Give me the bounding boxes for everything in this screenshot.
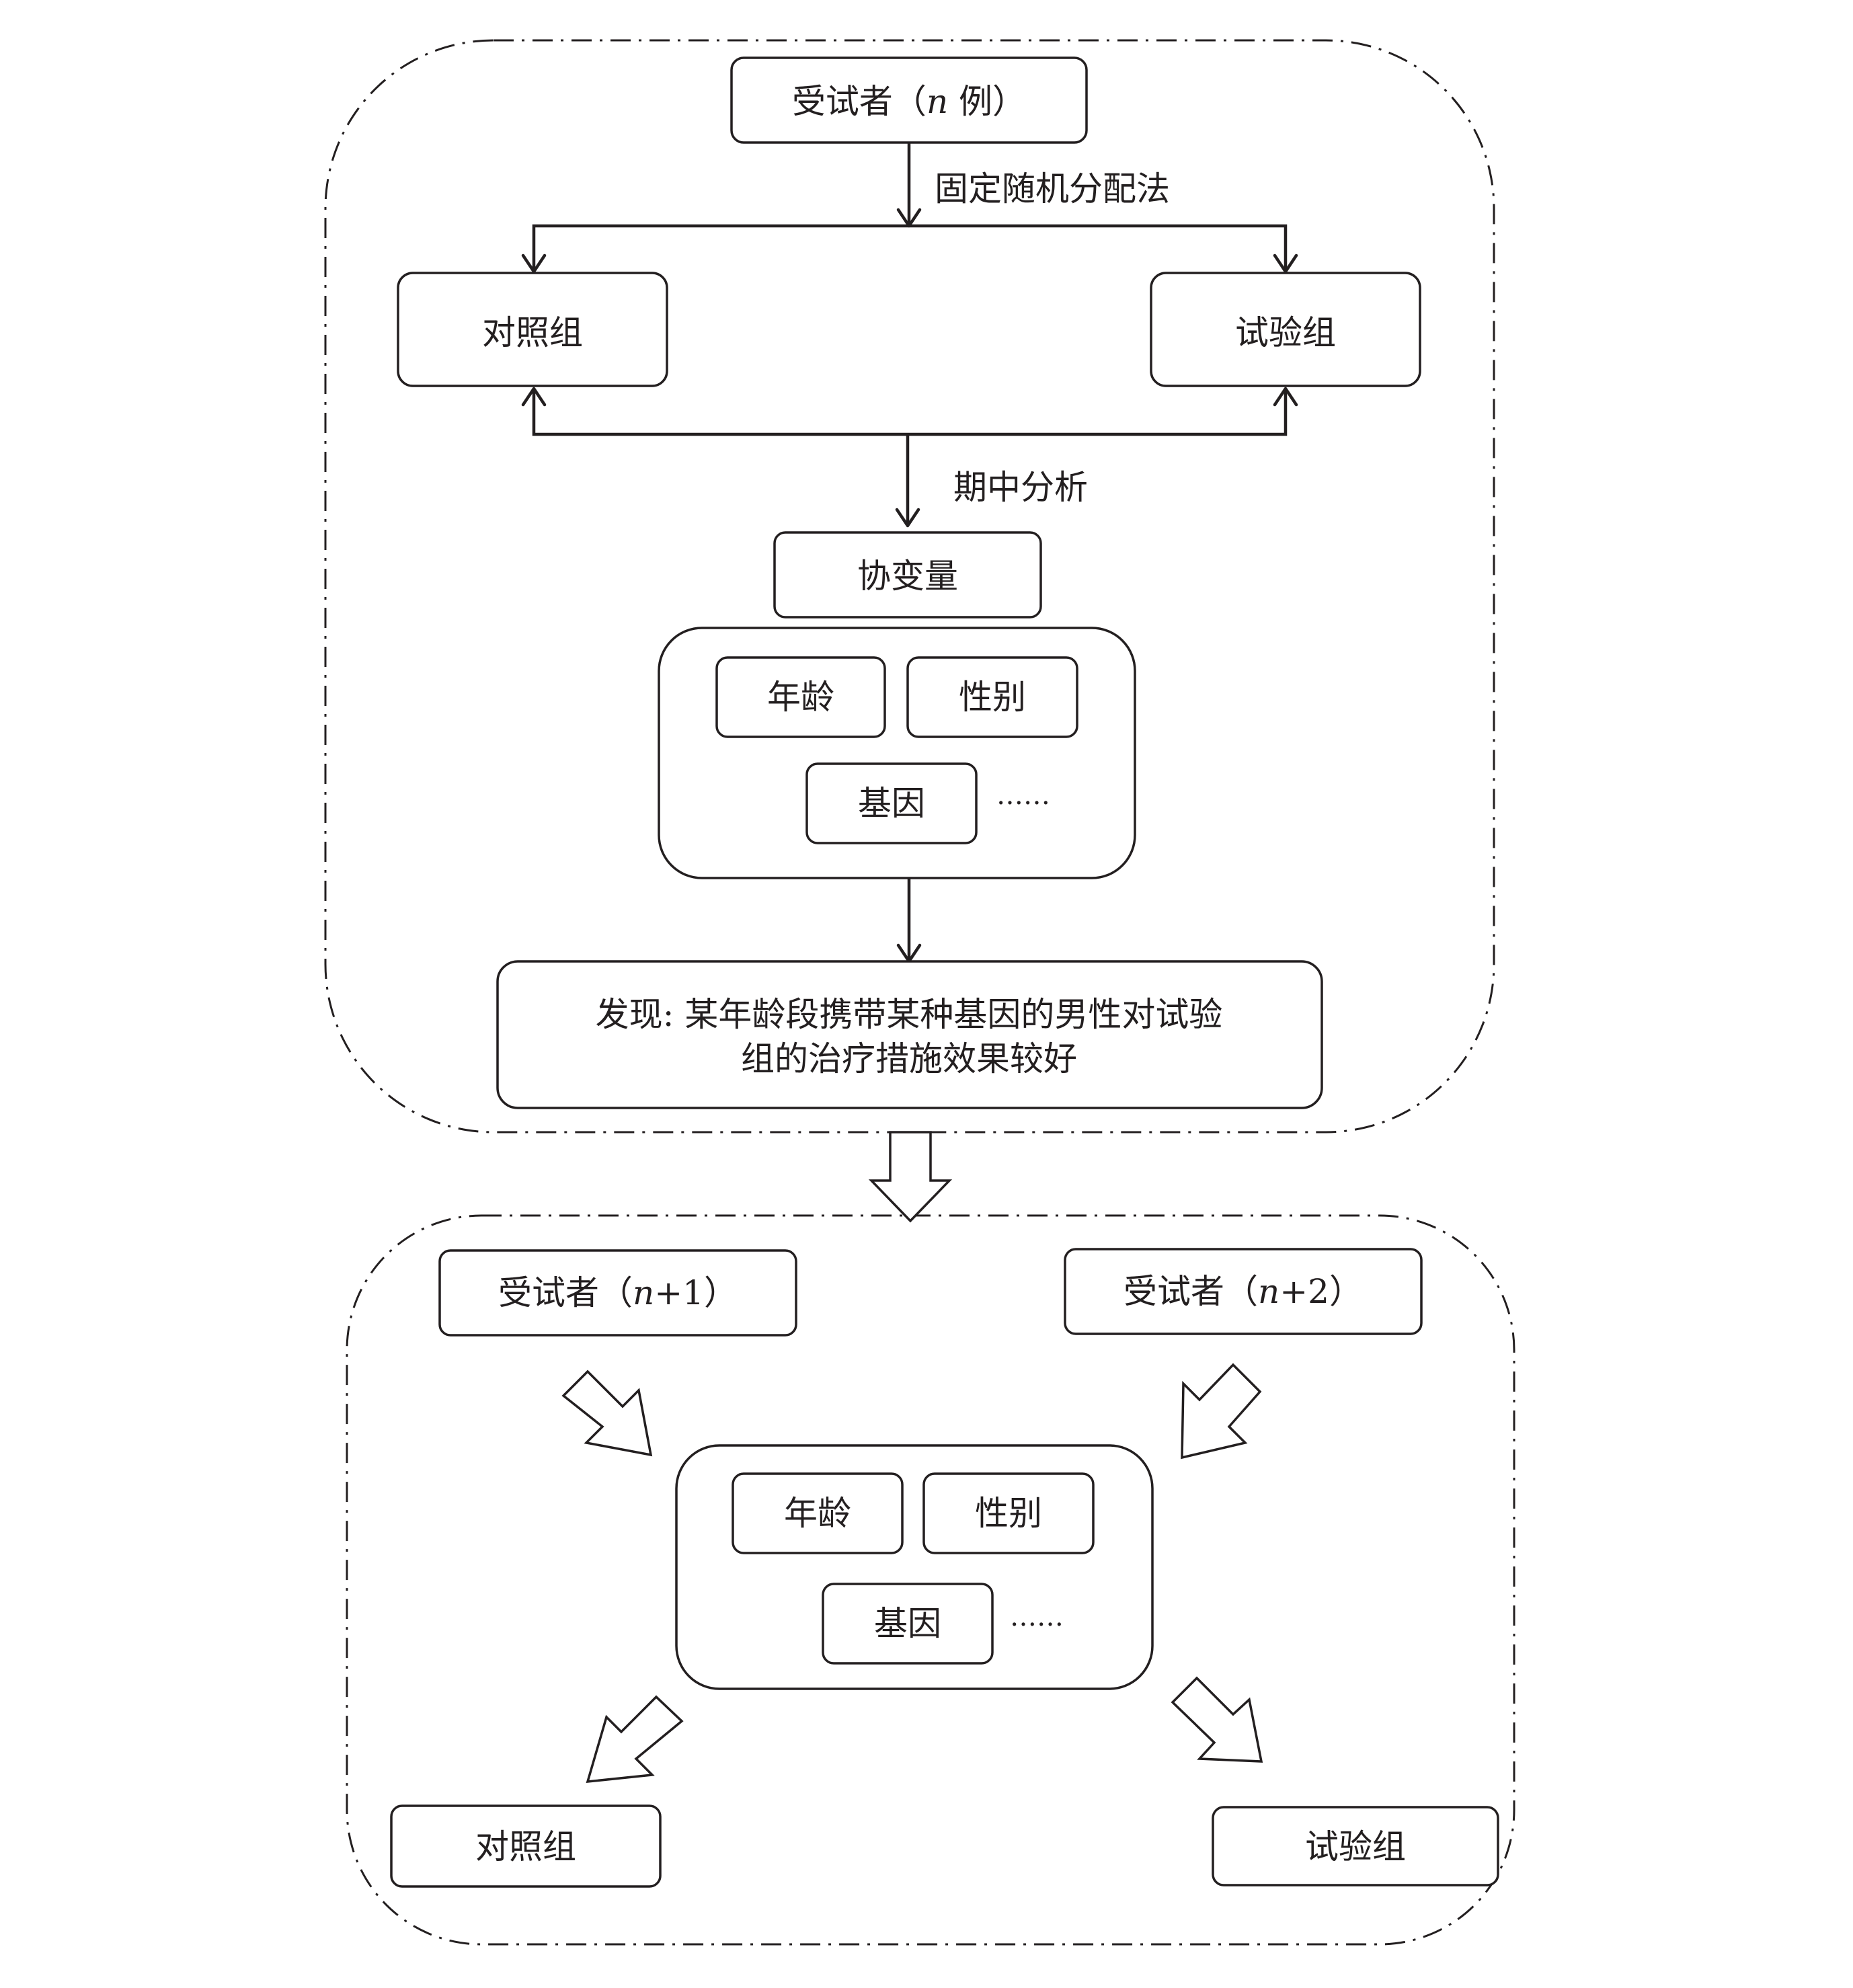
arrow-head-icon: [1273, 387, 1298, 407]
sex-label: 性别: [975, 1494, 1042, 1533]
gene-label: 基因: [858, 784, 925, 823]
finding-box: [496, 960, 1323, 1109]
age-box: [715, 656, 886, 738]
subjects-n-plus-2-label: 受试者（n+2）: [1123, 1272, 1363, 1311]
sex-box: [906, 656, 1078, 738]
trial-group-box: [1150, 272, 1421, 387]
hollow-diagonal-arrow-icon: [561, 1369, 653, 1457]
finding-line-2: 组的治疗措施效果较好: [741, 1039, 1077, 1078]
split-line: [532, 224, 1288, 272]
arrow-head-icon: [521, 387, 547, 407]
covariates-label: 协变量: [857, 557, 958, 596]
arrow-head-icon: [895, 508, 920, 528]
hollow-diagonal-arrow-icon: [1171, 1676, 1263, 1763]
arrow-head-icon: [1273, 253, 1298, 274]
subjects-n-plus-2-box: [1064, 1248, 1423, 1335]
sex-box: [922, 1472, 1095, 1554]
control-group-box: [390, 1804, 662, 1888]
trial-group-box: [1212, 1806, 1499, 1886]
age-box: [732, 1472, 904, 1554]
control-group-box: [397, 272, 668, 387]
interim-analysis-label: 期中分析: [953, 468, 1088, 507]
more-ellipsis: ……: [996, 780, 1050, 811]
sex-label: 性别: [959, 678, 1026, 717]
covariates-box: [773, 531, 1042, 619]
hollow-down-arrow-icon: [868, 1131, 953, 1223]
gene-box: [822, 1583, 994, 1665]
trial-group-label: 试验组: [1235, 313, 1336, 352]
control-group-label: 对照组: [475, 1827, 576, 1866]
subjects-n-plus-1-box: [438, 1249, 797, 1337]
age-label: 年龄: [767, 678, 834, 717]
hollow-diagonal-arrow-icon: [586, 1695, 684, 1784]
more-ellipsis: ……: [1010, 1601, 1064, 1632]
merge-line: [532, 389, 1288, 436]
adaptive-phase-frame: [346, 1214, 1515, 1946]
gene-box: [805, 762, 978, 844]
age-label: 年龄: [784, 1494, 851, 1533]
allocation-method-label: 固定随机分配法: [935, 169, 1170, 208]
finding-line-1: 发现: 某年龄段携带某种基因的男性对试验: [596, 995, 1223, 1034]
interim-phase-frame: [324, 39, 1495, 1134]
control-group-label: 对照组: [482, 313, 583, 352]
arrow-head-icon: [521, 253, 547, 274]
hollow-diagonal-arrow-icon: [1181, 1363, 1262, 1460]
subjects-label: 受试者（n 例）: [792, 82, 1026, 121]
subjects-n-plus-1-label: 受试者（n+1）: [498, 1273, 738, 1312]
gene-label: 基因: [874, 1604, 941, 1643]
trial-group-label: 试验组: [1305, 1827, 1406, 1866]
